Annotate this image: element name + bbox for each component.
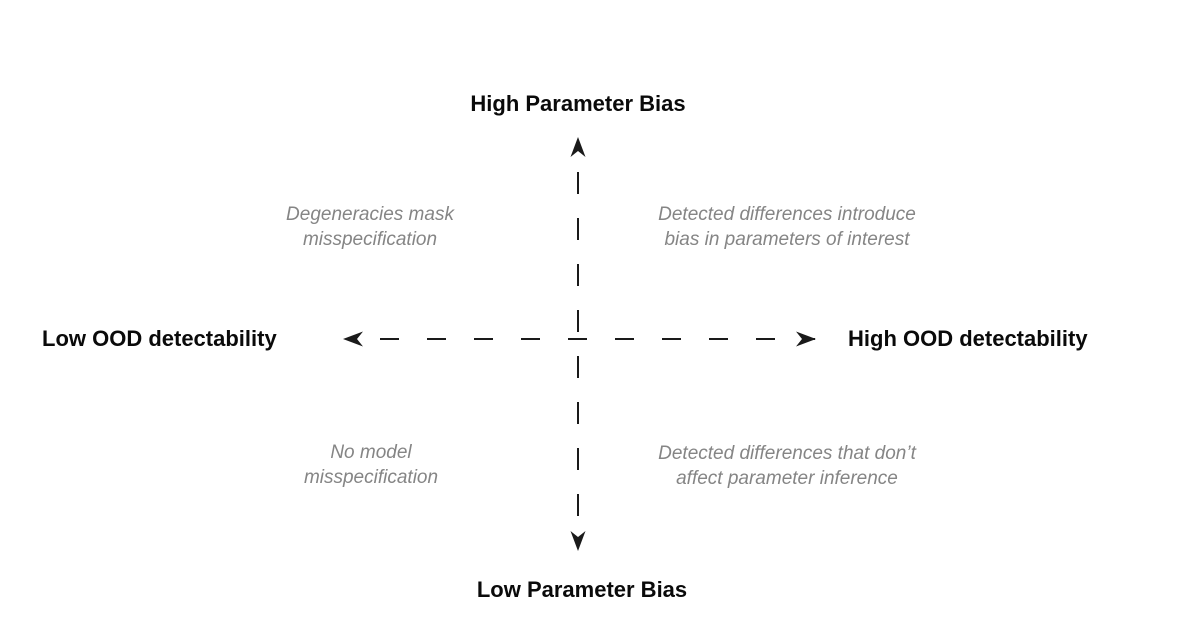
quadrant-note-top-right: Detected differences introduce bias in p… bbox=[658, 204, 916, 250]
arrow-left-icon bbox=[343, 331, 363, 347]
quadrant-note-bottom-right: Detected differences that don’t affect p… bbox=[658, 443, 916, 489]
arrow-right-icon bbox=[796, 331, 816, 347]
arrow-up-icon bbox=[570, 137, 586, 157]
axis-label-high-parameter-bias: High Parameter Bias bbox=[470, 91, 686, 116]
axis-label-high-ood-detectability: High OOD detectability bbox=[848, 326, 1088, 351]
arrow-down-icon bbox=[570, 531, 586, 551]
quadrant-note-top-left: Degeneracies mask misspecification bbox=[286, 204, 454, 250]
axis-label-low-ood-detectability: Low OOD detectability bbox=[42, 326, 277, 351]
axis-label-low-parameter-bias: Low Parameter Bias bbox=[476, 577, 688, 602]
quadrant-note-bottom-left: No model misspecification bbox=[303, 442, 439, 488]
